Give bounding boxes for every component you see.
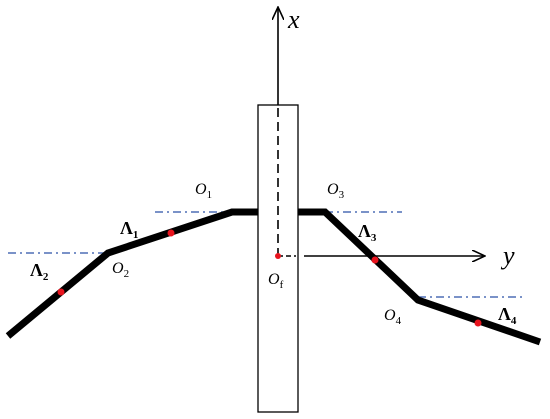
- marker-origin: [275, 253, 281, 259]
- marker-lambda-2: [57, 288, 65, 296]
- marker-lambda-4: [474, 319, 482, 327]
- point-o4-label: O4: [384, 307, 402, 327]
- point-o2-label: O2: [112, 260, 129, 280]
- x-axis-label: x: [287, 5, 300, 34]
- y-axis-label: y: [500, 241, 515, 270]
- origin-label: Of: [268, 271, 284, 291]
- point-o1-label: O1: [195, 181, 212, 201]
- lambda-3-label: Λ3: [358, 221, 377, 244]
- marker-lambda-3: [371, 256, 379, 264]
- lambda-4-label: Λ4: [498, 304, 517, 327]
- marker-lambda-1: [167, 229, 175, 237]
- point-o3-label: O3: [327, 181, 345, 201]
- lambda-2-label: Λ2: [30, 260, 49, 283]
- lambda-1-label: Λ1: [120, 218, 138, 241]
